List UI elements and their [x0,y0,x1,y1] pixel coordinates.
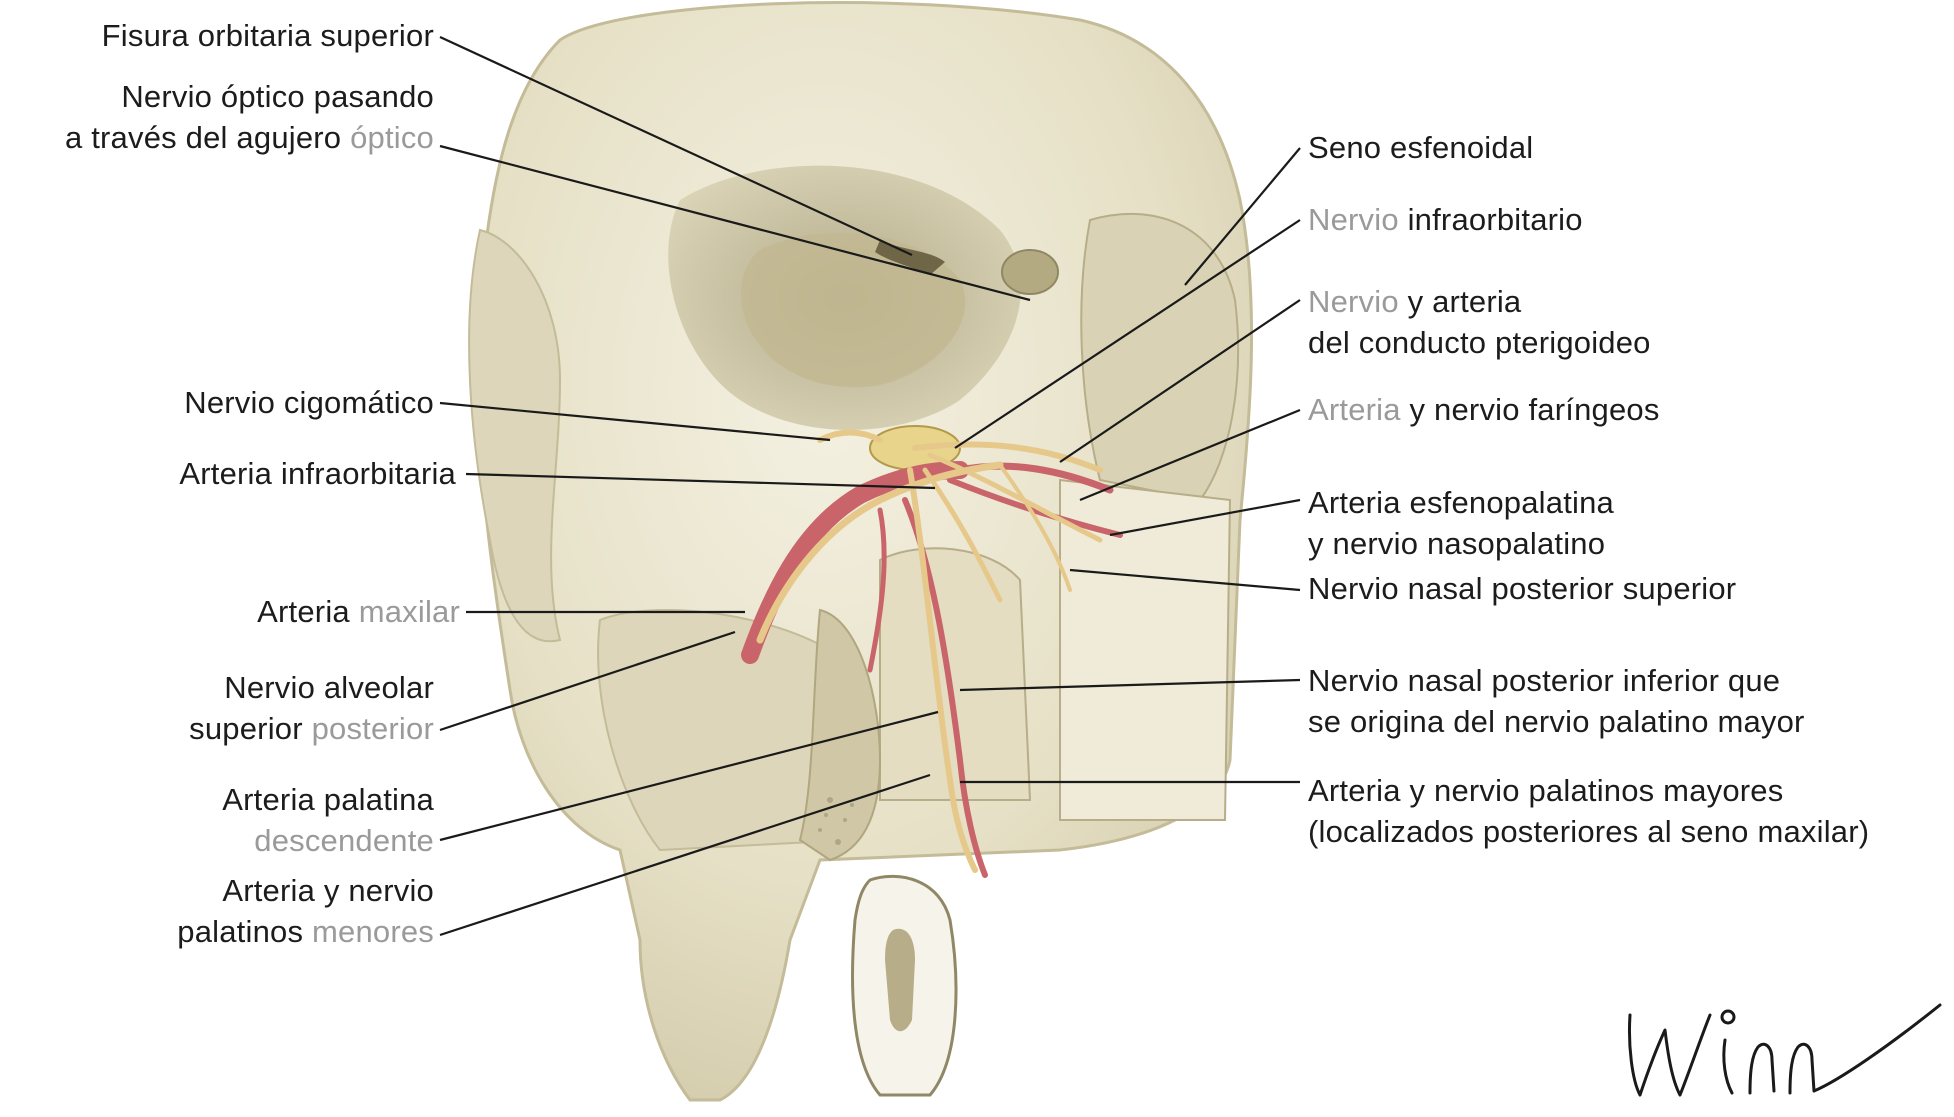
label-line: Nervio infraorbitario [1308,199,1583,240]
label-line: Arteria esfenopalatina [1308,482,1614,523]
label-line: a través del agujero óptico [65,117,434,158]
label-arteria-infraorbitaria: Arteria infraorbitaria [179,453,456,494]
label-line: Nervio y arteria [1308,281,1651,322]
label-line: Arteria y nervio palatinos mayores [1308,770,1869,811]
label-nasal-posterior-superior: Nervio nasal posterior superior [1308,568,1736,609]
label-seno-esfenoidal: Seno esfenoidal [1308,127,1533,168]
label-line: Arteria palatina [222,779,434,820]
label-fisura-orbitaria-superior: Fisura orbitaria superior [102,15,434,56]
label-line: palatinos menores [177,911,434,952]
label-line: Arteria maxilar [257,591,460,632]
label-line: (localizados posteriores al seno maxilar… [1308,811,1869,852]
label-line: Arteria y nervio faríngeos [1308,389,1660,430]
label-palatinos-menores: Arteria y nervio palatinos menores [177,870,434,952]
label-line: Arteria infraorbitaria [179,453,456,494]
label-line: y nervio nasopalatino [1308,523,1614,564]
label-line: se origina del nervio palatino mayor [1308,701,1805,742]
label-line: superior posterior [189,708,434,749]
label-nasal-posterior-inferior: Nervio nasal posterior inferior que se o… [1308,660,1805,742]
label-faringeos: Arteria y nervio faríngeos [1308,389,1660,430]
label-line: Nervio nasal posterior superior [1308,568,1736,609]
label-esfenopalatina: Arteria esfenopalatina y nervio nasopala… [1308,482,1614,564]
label-line: Arteria y nervio [177,870,434,911]
optic-canal [1002,250,1058,294]
label-line: Nervio óptico pasando [65,76,434,117]
label-line: Nervio cigomático [184,382,434,423]
label-nervio-alveolar: Nervio alveolar superior posterior [189,667,434,749]
label-conducto-pterigoideo: Nervio y arteria del conducto pterigoide… [1308,281,1651,363]
label-line: Seno esfenoidal [1308,127,1533,168]
nasal-wall [880,548,1030,800]
label-line: descendente [222,820,434,861]
label-line: del conducto pterigoideo [1308,322,1651,363]
label-line: Nervio alveolar [189,667,434,708]
label-line: Fisura orbitaria superior [102,15,434,56]
label-nervio-infraorbitario: Nervio infraorbitario [1308,199,1583,240]
label-arteria-palatina-descendente: Arteria palatina descendente [222,779,434,861]
label-line: Nervio nasal posterior inferior que [1308,660,1805,701]
label-nervio-cigomatico: Nervio cigomático [184,382,434,423]
label-palatinos-mayores: Arteria y nervio palatinos mayores (loca… [1308,770,1869,852]
artist-signature [1610,985,1950,1110]
label-nervio-optico: Nervio óptico pasando a través del aguje… [65,76,434,158]
label-arteria-maxilar: Arteria maxilar [257,591,460,632]
